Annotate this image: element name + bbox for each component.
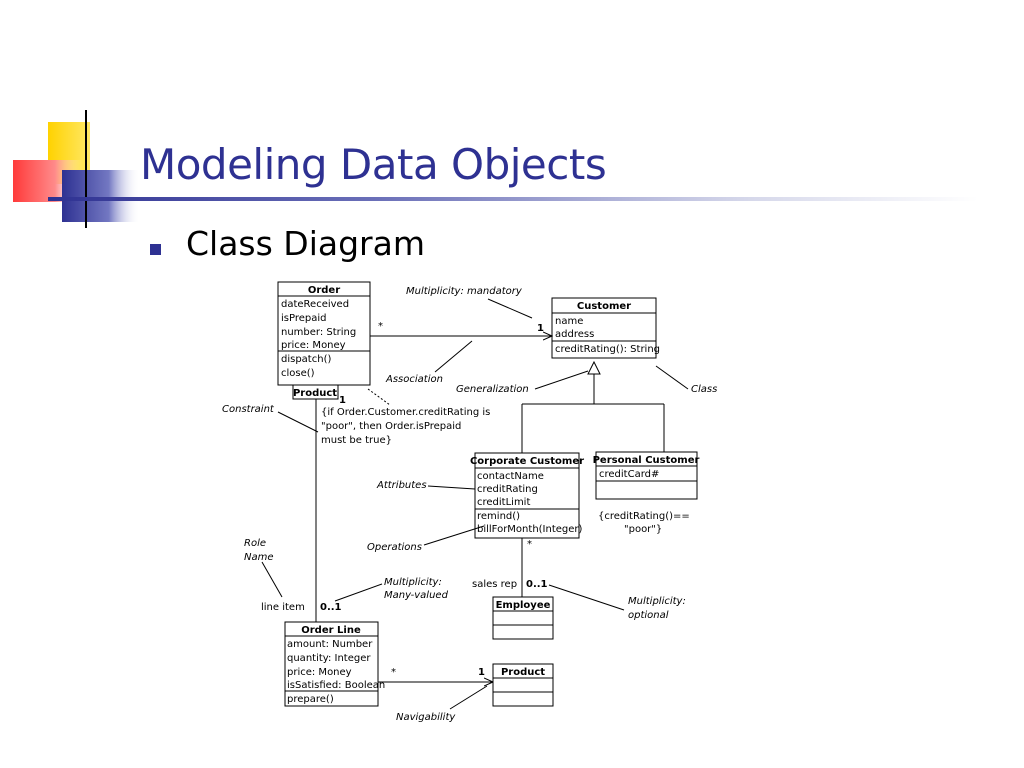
class-customer: Customer name address creditRating(): St… [551,297,660,359]
bullet-marker [150,244,161,255]
annotation-multiplicity-optional: optional [628,610,669,621]
multiplicity: 1 [537,323,544,334]
annotation-operations: Operations [367,542,422,553]
constraint-order: {if Order.Customer.creditRating is [321,407,490,418]
role-name: sales rep [472,579,517,590]
annotation-multiplicity-optional: Multiplicity: [628,596,686,607]
annotation-association: Association [385,374,443,385]
generalization-tree [521,360,665,453]
class-name: Order [308,285,340,296]
class-product: Product [492,663,554,707]
attribute: name [555,316,583,327]
class-name: Product [501,667,545,678]
constraint-order: "poor", then Order.isPrepaid [321,421,461,432]
multiplicity: 0..1 [526,579,548,590]
annotation-constraint: Constraint [222,404,275,415]
qualifier-product: Product [292,384,339,400]
class-name: Customer [577,301,631,312]
class-corporate-customer: Corporate Customer contactName creditRat… [470,452,584,539]
annotation-multiplicity-many: Many-valued [384,590,449,601]
logo-blue-square [62,170,140,222]
class-personal-customer: Personal Customer creditCard# [593,451,700,500]
operation: creditRating(): String [555,344,660,355]
attribute: quantity: Integer [287,653,371,664]
annotation-multiplicity-many: Multiplicity: [384,577,442,588]
multiplicity: 1 [478,667,485,678]
multiplicity: * [527,539,532,550]
attribute: creditRating [477,484,538,495]
annotation-generalization: Generalization [456,384,529,395]
svg-text:Product: Product [293,388,337,399]
annotation-class: Class [691,384,717,395]
annotation-attributes: Attributes [376,480,427,491]
class-employee: Employee [492,596,554,640]
operation: close() [281,368,315,379]
class-name: Employee [496,600,551,611]
attribute: creditLimit [477,497,530,508]
operation: remind() [477,511,520,522]
annotation-multiplicity-mandatory: Multiplicity: mandatory [406,286,523,297]
attribute: isPrepaid [281,313,327,324]
class-name: Order Line [301,625,361,636]
class-order-line: Order Line amount: Number quantity: Inte… [284,621,385,707]
multiplicity: 1 [339,395,346,406]
bullet-text: Class Diagram [186,224,425,263]
slide-title: Modeling Data Objects [140,140,607,189]
multiplicity: 0..1 [320,602,342,613]
annotation-role-name: Role [244,538,266,549]
operation: billForMonth(Integer) [477,524,583,535]
title-underline [48,197,978,201]
constraint-personal: "poor"} [624,524,662,535]
operation: dispatch() [281,354,331,365]
attribute: creditCard# [599,469,659,480]
class-name: Corporate Customer [470,456,584,467]
attribute: dateReceived [281,299,349,310]
annotation-role-name: Name [244,552,274,563]
attribute: number: String [281,327,356,338]
attribute: amount: Number [287,639,373,650]
multiplicity: * [378,321,383,332]
attribute: contactName [477,471,544,482]
multiplicity: * [391,667,396,678]
role-name: line item [261,602,305,613]
attribute: price: Money [281,340,346,351]
attribute: price: Money [287,667,352,678]
attribute: isSatisfied: Boolean [287,680,385,691]
constraint-order: must be true} [321,435,392,446]
attribute: address [555,329,594,340]
operation: prepare() [287,694,334,705]
constraint-personal: {creditRating()== [598,511,690,522]
class-order: Order dateReceived isPrepaid number: Str… [277,281,371,386]
class-name: Personal Customer [593,455,700,466]
annotation-navigability: Navigability [396,712,456,723]
